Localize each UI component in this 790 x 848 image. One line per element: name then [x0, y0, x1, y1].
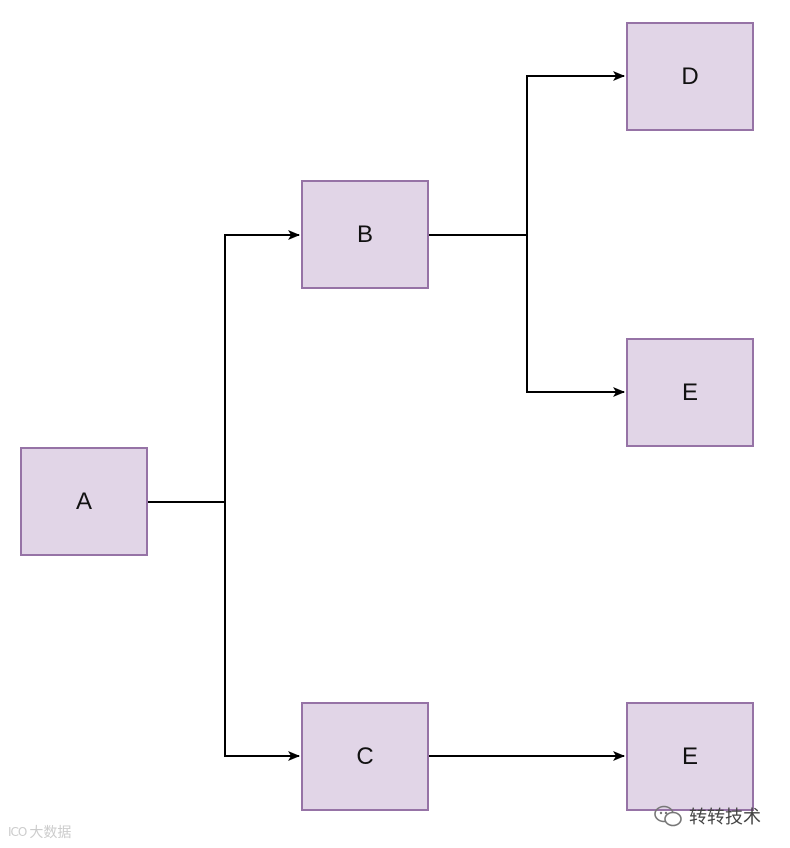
watermark-right-text: 转转技术: [689, 807, 761, 828]
chat-bubble-icon: [654, 805, 682, 827]
node-e-upper-label: E: [681, 378, 698, 406]
node-c[interactable]: C: [301, 702, 429, 811]
node-c-label: C: [356, 742, 374, 770]
node-b[interactable]: B: [301, 180, 429, 289]
edge-b-d: [429, 71, 625, 236]
node-e-upper[interactable]: E: [626, 338, 754, 447]
node-a-label: A: [75, 487, 92, 515]
node-d[interactable]: D: [626, 22, 754, 131]
node-e-lower[interactable]: E: [626, 702, 754, 811]
node-e-lower-label: E: [681, 742, 698, 770]
edge-b-e: [526, 235, 625, 397]
watermark-left: ICO 大数据: [8, 822, 71, 842]
edge-a-c: [224, 502, 300, 761]
node-d-label: D: [681, 62, 699, 90]
watermark-logo-icon: ICO: [8, 825, 27, 839]
node-b-label: B: [356, 220, 373, 248]
node-a[interactable]: A: [20, 447, 148, 556]
edge-a-b: [148, 230, 300, 503]
watermark-right: 转转技术: [653, 803, 761, 829]
watermark-left-text: 大数据: [29, 825, 72, 841]
